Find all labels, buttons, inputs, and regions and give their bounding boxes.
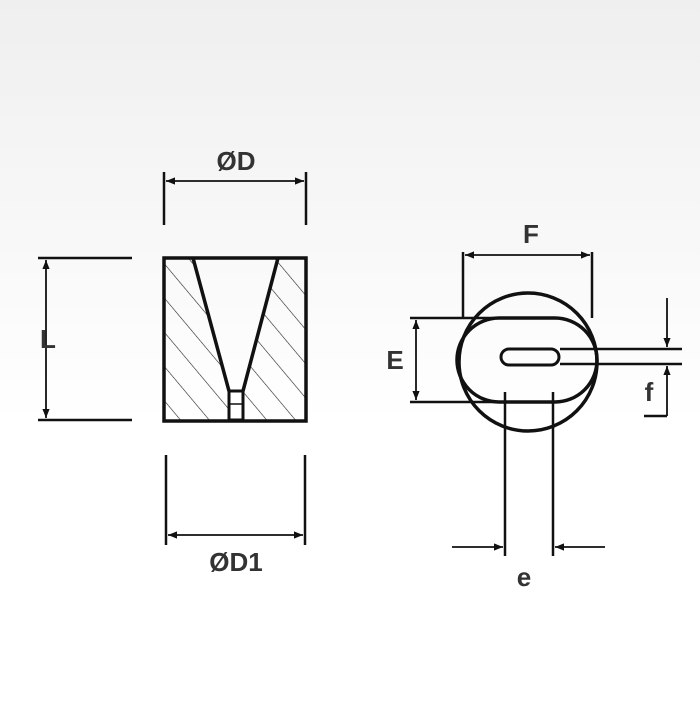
od-label: ØD xyxy=(217,146,256,176)
section-view xyxy=(162,256,308,423)
l-label: L xyxy=(40,324,56,354)
section-hatch xyxy=(165,258,305,420)
cone-left-line xyxy=(191,257,231,392)
e-label: E xyxy=(386,345,403,375)
dimension-height-e: E xyxy=(386,316,500,404)
dimension-width-f: F xyxy=(461,219,594,318)
bore-slot xyxy=(227,389,245,422)
oval-body xyxy=(455,316,599,404)
dimension-od1: ØD1 xyxy=(164,455,307,577)
dimension-slot-e: e xyxy=(452,392,605,592)
cone-right-line xyxy=(241,257,280,392)
se-label: e xyxy=(517,562,531,592)
slot xyxy=(499,347,561,367)
dimension-slot-f: f xyxy=(560,298,682,418)
end-view xyxy=(455,291,599,433)
outer-circle xyxy=(457,291,599,433)
od1-label: ØD1 xyxy=(209,547,262,577)
sf-label: f xyxy=(645,377,654,407)
dimension-length: L xyxy=(38,256,132,422)
dimension-od: ØD xyxy=(162,146,308,225)
f-label: F xyxy=(523,219,539,249)
